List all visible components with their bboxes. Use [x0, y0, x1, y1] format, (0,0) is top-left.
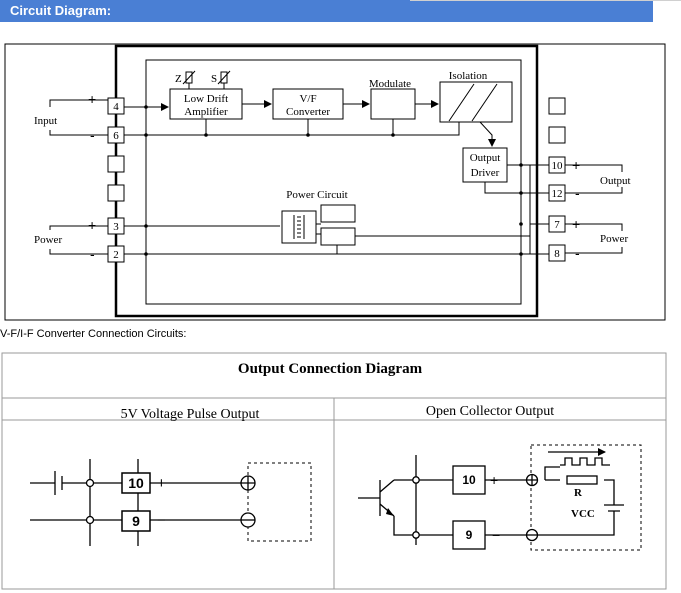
- inner-board: [145, 59, 522, 305]
- pulse-output-wiring: [30, 459, 244, 546]
- power-right-minus: -: [575, 245, 580, 261]
- driver-line2: Driver: [471, 167, 500, 179]
- terminal-3: 3: [113, 221, 119, 233]
- output-minus: -: [575, 185, 580, 201]
- right-plus-sign: +: [490, 472, 498, 488]
- right-junctions: [412, 476, 420, 539]
- zero-pot-label: Z: [175, 73, 182, 85]
- right-terminal-10: 10: [462, 473, 476, 487]
- modulate-block: [370, 88, 416, 120]
- output-table-grid: [1, 352, 667, 590]
- terminal-7: 7: [554, 219, 560, 231]
- left-terminal-10: 10: [128, 475, 144, 491]
- left-terminal-9: 9: [132, 513, 140, 529]
- driver-line1: Output: [470, 152, 501, 164]
- input-label: Input: [34, 115, 57, 127]
- resistor-label: R: [574, 487, 583, 499]
- left-terminal-10-box: [121, 472, 151, 494]
- power-left-label: Power: [34, 234, 62, 246]
- left-load-terminals: [240, 475, 256, 528]
- terminal-4: 4: [113, 101, 119, 113]
- power-left-minus: -: [90, 246, 95, 262]
- terminal-8: 8: [554, 248, 560, 260]
- left-column-title: 5V Voltage Pulse Output: [121, 407, 260, 422]
- converter-subtitle: V-F/I-F Converter Connection Circuits:: [0, 328, 187, 340]
- left-wiring: [49, 99, 108, 255]
- section-header: Circuit Diagram:: [0, 0, 653, 22]
- pullup-resistor: [566, 475, 598, 485]
- right-terminal-9: 9: [466, 528, 473, 542]
- right-terminal-9-box: [452, 520, 486, 550]
- input-minus: -: [90, 127, 95, 143]
- transistor-arrow: [386, 508, 394, 516]
- left-terminal-9-box: [121, 510, 151, 532]
- adjust-pots: [182, 70, 231, 89]
- power-left-plus: +: [88, 217, 96, 233]
- terminal-6: 6: [113, 130, 119, 142]
- isolation-label: Isolation: [449, 70, 488, 82]
- right-load-terminals: [525, 473, 539, 542]
- right-wiring: [565, 164, 623, 254]
- power-circuit-label: Power Circuit: [286, 189, 347, 201]
- header-divider: [410, 0, 681, 1]
- vcc-label: VCC: [571, 508, 595, 520]
- module-outline: [114, 44, 539, 318]
- input-plus: +: [88, 91, 96, 107]
- right-terminals: [548, 97, 566, 262]
- diagram-frame: [4, 43, 666, 321]
- amplifier-line1: Low Drift: [184, 93, 228, 105]
- left-minus-sign: −: [157, 512, 166, 529]
- junction-dots: [144, 105, 523, 256]
- isolation-slashes: [448, 83, 498, 122]
- output-table-title: Output Connection Diagram: [238, 361, 423, 377]
- right-column-title: Open Collector Output: [426, 404, 554, 419]
- right-terminal-10-box: [452, 465, 486, 495]
- vf-line1: V/F: [299, 93, 316, 105]
- power-right-label: Power: [600, 233, 628, 245]
- amplifier-block: [169, 88, 243, 120]
- open-collector-wiring: [358, 448, 624, 545]
- terminal-10: 10: [552, 160, 564, 172]
- terminal-12: 12: [552, 188, 563, 200]
- power-transformer-block: [281, 210, 317, 244]
- output-label: Output: [600, 175, 631, 187]
- terminal-2: 2: [113, 249, 119, 261]
- power-out-block-top: [320, 204, 356, 223]
- amplifier-line2: Amplifier: [184, 106, 228, 118]
- transformer-symbol: [293, 215, 305, 239]
- isolation-block: [439, 81, 513, 123]
- power-right-plus: +: [572, 216, 580, 232]
- load-box-right: [530, 444, 642, 551]
- vf-line2: Converter: [286, 106, 330, 118]
- right-minus-sign: −: [492, 527, 500, 543]
- modulate-label: Modulate: [369, 78, 411, 90]
- power-out-block-bottom: [320, 227, 356, 246]
- left-junctions: [85, 478, 95, 525]
- span-pot-label: S: [211, 73, 217, 85]
- left-plus-sign: +: [157, 475, 166, 492]
- load-box-left: [247, 462, 312, 542]
- output-plus: +: [572, 157, 580, 173]
